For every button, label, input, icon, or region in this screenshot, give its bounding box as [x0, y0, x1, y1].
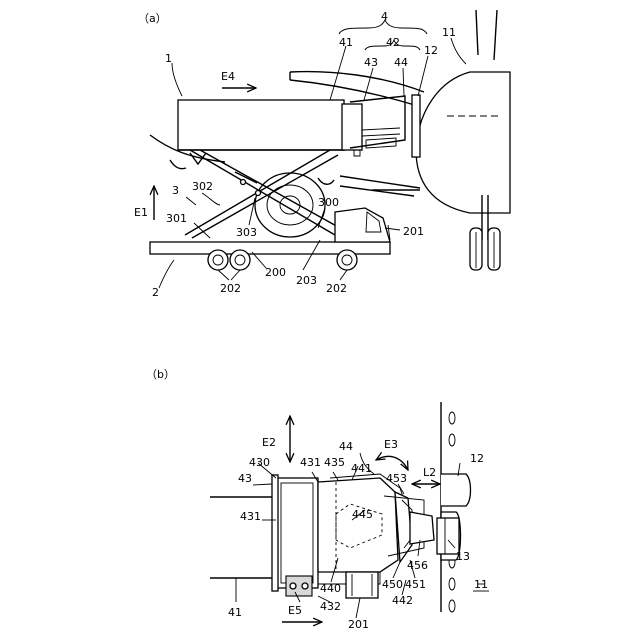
- label-441: 441: [351, 462, 372, 475]
- label-202-left: 202: [220, 282, 241, 295]
- label-435: 435: [324, 456, 345, 469]
- label-431-left: 431: [240, 510, 261, 523]
- label-442: 442: [392, 594, 413, 607]
- label-453: 453: [386, 472, 407, 485]
- label-456: 456: [407, 559, 428, 572]
- label-303: 303: [236, 226, 257, 239]
- label-430: 430: [249, 456, 270, 469]
- label-202-right: 202: [326, 282, 347, 295]
- label-12: 12: [470, 452, 484, 465]
- label-440: 440: [320, 582, 341, 595]
- label-201: 201: [348, 618, 369, 631]
- label-e3: E3: [384, 438, 398, 451]
- label-1: 1: [165, 52, 172, 65]
- label-13: 13: [456, 550, 470, 563]
- unit-43: [272, 475, 318, 596]
- panel-a-caption: （a）: [138, 12, 167, 25]
- panel-a: （a）: [134, 10, 510, 299]
- label-12: 12: [424, 44, 438, 57]
- label-451: 451: [405, 578, 426, 591]
- panel-b: （b）: [146, 368, 489, 631]
- label-300: 300: [318, 196, 339, 209]
- label-e5: E5: [288, 604, 302, 617]
- label-11: 11: [442, 26, 456, 39]
- panel-b-caption: （b）: [146, 368, 175, 381]
- label-l2: L2: [423, 466, 436, 479]
- label-201: 201: [403, 225, 424, 238]
- label-431-top: 431: [300, 456, 321, 469]
- label-2: 2: [152, 286, 159, 299]
- label-42: 42: [386, 36, 400, 49]
- label-302: 302: [192, 180, 213, 193]
- label-4: 4: [381, 10, 388, 23]
- label-44: 44: [394, 56, 408, 69]
- arrow-e3: [376, 456, 408, 470]
- label-200: 200: [265, 266, 286, 279]
- label-301: 301: [166, 212, 187, 225]
- label-43: 43: [238, 472, 252, 485]
- label-43: 43: [364, 56, 378, 69]
- label-e2: E2: [262, 436, 276, 449]
- label-203: 203: [296, 274, 317, 287]
- label-432: 432: [320, 600, 341, 613]
- aircraft-side-11: [437, 402, 471, 612]
- label-11: 11: [474, 578, 488, 591]
- label-44: 44: [339, 440, 353, 453]
- label-445: 445: [352, 508, 373, 521]
- label-e4: E4: [221, 70, 235, 83]
- label-3: 3: [172, 184, 179, 197]
- label-41: 41: [228, 606, 242, 619]
- label-450: 450: [382, 578, 403, 591]
- label-e1: E1: [134, 206, 148, 219]
- label-41: 41: [339, 36, 353, 49]
- cargo-body-41: [178, 96, 405, 156]
